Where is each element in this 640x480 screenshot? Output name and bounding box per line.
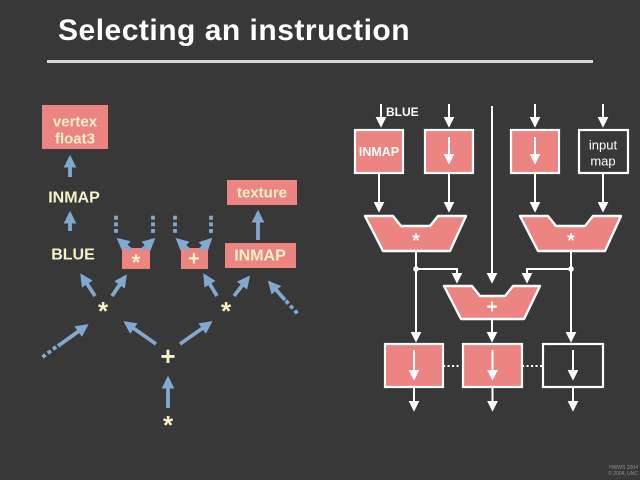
watermark-line1: HWWS 2004 [609,465,638,471]
alu-mul-left-symbol: * [412,231,420,252]
slide-title: Selecting an instruction [58,14,411,47]
tree-node-mul-right: * [221,296,232,326]
input-map-line2: map [590,154,615,169]
junction-dot-left [413,266,419,272]
dotted-arrow-tail-right [284,299,299,315]
watermark-line2: © 2004, UNC [608,471,638,477]
arrow-node1-to-mulbox [110,274,127,298]
blue-input-label: BLUE [386,105,419,119]
arrow-add-to-node1 [123,321,158,346]
title-underline [47,60,593,63]
junction-dot-right [568,266,574,272]
arrow-addbox-out-right [198,237,213,252]
alu-mul-left [363,214,468,253]
dotted-arrow-tail-left [41,344,59,359]
add-op-box-symbol: + [188,248,200,270]
alu-mul-right-symbol: * [567,231,575,252]
tree-node-add: + [160,341,175,371]
arrow-addbox-out-left [175,237,191,252]
arrow-mulbox-out-right [140,237,156,252]
texture-box-label: texture [237,185,287,202]
tree-node-mul-left: * [98,296,109,326]
arrow-node1-to-blue [80,273,97,298]
dotted-arrow-head-to-node1 [56,324,89,348]
mul-op-box [122,248,150,269]
inmap-op-box-label: INMAP [234,248,286,265]
tree-node-root: * [163,410,174,440]
vertex-float3-box [42,105,108,149]
slide-watermark: HWWS 2004 © 2004, UNC [608,465,638,477]
inmap-op-box [225,243,296,268]
right-dataflow-graph: BLUE INMAP input map * * [353,104,630,412]
dotted-arrow-head-to-inmapbox [267,280,287,302]
inmap-unit-box [353,128,405,175]
arrow-add-to-node2 [178,321,213,346]
blue-node-label: BLUE [51,247,95,264]
inmap-unit-label: INMAP [359,145,399,159]
left-expression-tree: vertex float3 INMAP BLUE * + texture [41,105,299,440]
input-map-line1: input [589,138,618,153]
vertex-box-line2: float3 [55,131,95,148]
arrow-mulbox-out-left [116,237,133,252]
alu-add [442,284,542,321]
arrow-node2-to-inmapbox [232,275,250,298]
edge-mulR-to-add [521,268,571,284]
alu-mul-right [518,214,623,253]
alu-add-symbol: + [486,297,497,318]
vertex-box-line1: vertex [53,114,98,131]
edge-mulL-to-add [416,268,463,284]
arrow-node2-to-addbox [203,273,219,297]
mul-op-box-symbol: * [132,250,141,275]
add-op-box [181,248,208,269]
texture-box [227,180,297,205]
inmap-node-label: INMAP [48,190,100,207]
